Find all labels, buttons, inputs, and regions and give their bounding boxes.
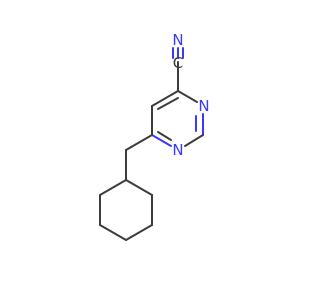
methylene-linker xyxy=(125,134,153,181)
ring-bond-c5-c4 xyxy=(151,90,179,107)
ring-double-bond-c4-c5-inner xyxy=(157,97,179,110)
cyclohexane-bond-6 xyxy=(99,179,127,196)
nitrile-group: N C xyxy=(172,31,184,92)
ring-bond-c2-n1 xyxy=(184,134,204,147)
ring-double-bond-n1-c6-inner xyxy=(157,131,172,141)
nitrile-nitrogen-label: N xyxy=(172,31,183,49)
pyrimidine-ring: N N xyxy=(151,90,210,159)
cyclohexane-bond-3 xyxy=(125,224,153,241)
nitrile-carbon-label: C xyxy=(173,54,183,72)
molecule-structure: N C N N xyxy=(99,31,210,241)
ring-nitrogen-1-label: N xyxy=(172,141,183,159)
ring-bond-c4-n3 xyxy=(177,90,198,103)
cyclohexane-bond-1 xyxy=(125,179,153,196)
cyclohexane-ring xyxy=(99,179,153,241)
bond-c6-ch2 xyxy=(125,134,153,151)
ring-nitrogen-3-label: N xyxy=(198,97,209,115)
cyclohexane-bond-4 xyxy=(99,224,127,241)
ring-bond-n1-c6 xyxy=(151,134,172,147)
